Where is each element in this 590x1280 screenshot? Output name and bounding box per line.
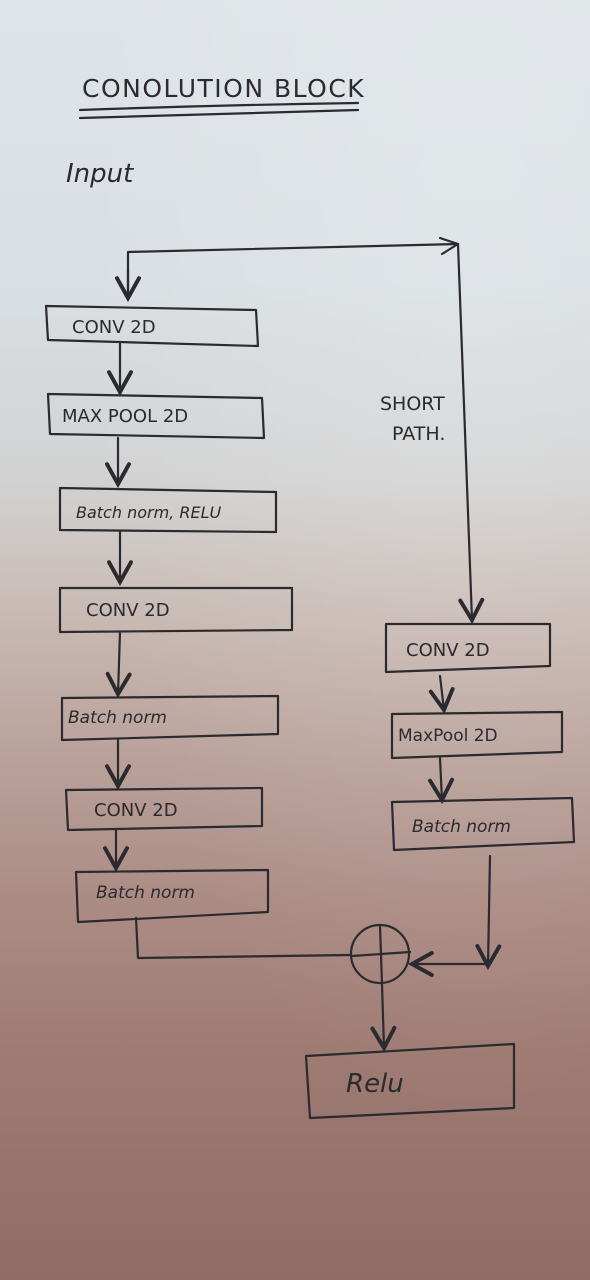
arrow-short-1-2 xyxy=(428,674,455,715)
main-node-6: CONV 2D xyxy=(64,786,264,832)
main-node-3: Batch norm, RELU xyxy=(58,486,278,534)
main-node-4-label: CONV 2D xyxy=(86,600,170,621)
main-to-merge-line xyxy=(134,916,352,960)
short-path-line xyxy=(456,242,485,625)
short-down-line xyxy=(475,854,502,971)
main-node-3-label: Batch norm, RELU xyxy=(76,503,221,522)
short-path-top-arrow xyxy=(438,236,460,256)
title-underline-2 xyxy=(78,108,360,120)
short-path-label-line2: PATH. xyxy=(392,423,445,445)
main-node-4: CONV 2D xyxy=(58,586,294,634)
main-node-2-label: MAX POOL 2D xyxy=(62,406,188,427)
arrow-short-2-3 xyxy=(428,756,455,805)
input-label: Input xyxy=(66,159,134,189)
short-node-2-label: MaxPool 2D xyxy=(398,726,498,746)
merge-add-node xyxy=(349,923,412,986)
main-node-1: CONV 2D xyxy=(44,304,260,348)
merge-plus-icon xyxy=(350,924,412,986)
main-node-2: MAX POOL 2D xyxy=(46,392,266,440)
short-path-label-line1: SHORT xyxy=(380,393,445,415)
main-node-6-label: CONV 2D xyxy=(94,800,178,821)
short-node-1-label: CONV 2D xyxy=(406,640,490,661)
arrow-merge-output xyxy=(370,982,397,1053)
main-node-1-label: CONV 2D xyxy=(72,317,156,338)
split-line xyxy=(126,242,460,300)
main-node-7: Batch norm xyxy=(74,868,270,924)
main-node-7-label: Batch norm xyxy=(96,883,195,903)
output-label: Relu xyxy=(346,1069,404,1099)
output-node: Relu xyxy=(304,1042,516,1120)
short-node-3: Batch norm xyxy=(390,796,576,852)
main-node-5: Batch norm xyxy=(60,694,280,742)
short-node-2: MaxPool 2D xyxy=(390,710,564,760)
diagram-title: CONOLUTION BLOCK xyxy=(82,74,365,103)
main-node-5-label: Batch norm xyxy=(68,708,167,728)
title-underline-1 xyxy=(78,101,360,112)
short-node-1: CONV 2D xyxy=(384,622,552,674)
short-node-3-label: Batch norm xyxy=(412,817,511,837)
arrow-main-4-5 xyxy=(105,630,132,699)
